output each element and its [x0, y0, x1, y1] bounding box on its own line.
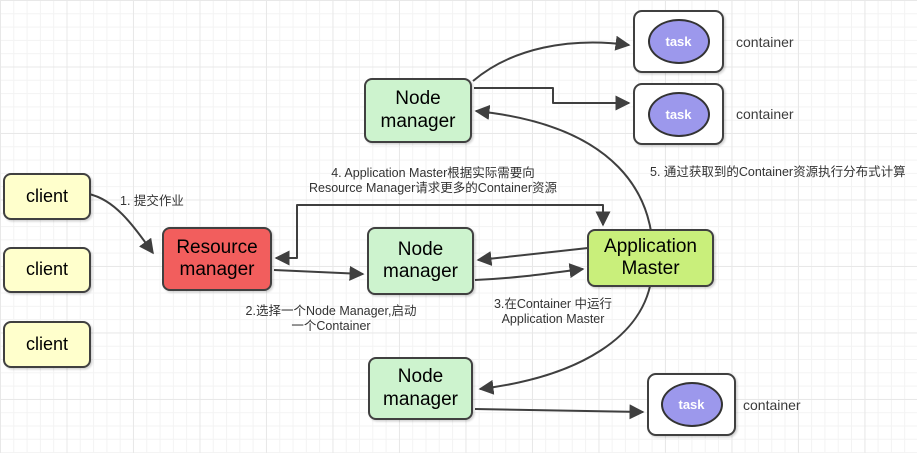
arrow-client-to-rm — [88, 193, 154, 255]
client-label: client — [25, 185, 69, 206]
container-label-2: container — [736, 106, 794, 122]
annotation-step2: 2.选择一个Node Manager,启动 一个Container — [238, 304, 424, 335]
task-ellipse: task — [660, 382, 723, 427]
annotation-step2-line1: 2.选择一个Node Manager,启动 — [245, 304, 417, 318]
container-label-3: container — [743, 397, 801, 413]
annotation-step4-line2: Resource Manager请求更多的Container资源 — [308, 181, 557, 196]
node-manager-top-box: Node manager — [364, 78, 472, 143]
resource-manager-box: Resource manager — [162, 227, 272, 291]
node-manager-label: Node manager — [383, 238, 458, 282]
annotation-step5: 5. 通过获取到的Container资源执行分布式计算 — [650, 165, 906, 179]
node-manager-bottom-box: Node manager — [368, 357, 473, 420]
arrow-nm-top-to-container-2 — [474, 87, 631, 111]
arrow-nm-middle-to-am — [474, 263, 585, 281]
annotation-step4: 4. Application Master根据实际需要向 Resource Ma… — [300, 166, 566, 197]
arrow-am-to-rm-step4 — [274, 204, 611, 266]
task-ellipse: task — [647, 91, 710, 137]
task-ellipse: task — [647, 19, 710, 64]
task-label: task — [665, 34, 692, 49]
task-label: task — [665, 106, 692, 122]
annotation-step3: 3.在Container 中运行 Application Master — [488, 297, 618, 328]
annotation-step2-line2: 一个Container — [291, 319, 371, 334]
application-master-box: Application Master — [587, 229, 714, 287]
arrow-nm-top-to-container-1 — [472, 35, 631, 82]
container-box-2: task — [633, 83, 724, 145]
container-box-3: task — [647, 373, 736, 436]
client-label: client — [25, 259, 69, 280]
node-manager-label: Node manager — [380, 88, 456, 132]
node-manager-middle-box: Node manager — [367, 227, 474, 295]
container-box-1: task — [633, 10, 724, 73]
node-manager-label: Node manager — [383, 366, 458, 410]
container-label-1: container — [736, 34, 794, 50]
annotation-step3-line1: 3.在Container 中运行 — [493, 297, 613, 311]
arrow-nm-bottom-to-container-3 — [474, 404, 645, 420]
annotation-step3-line2: Application Master — [501, 312, 605, 327]
arrow-am-to-nm-middle — [476, 247, 589, 267]
resource-manager-label: Resource manager — [176, 236, 258, 280]
client-box-1: client — [3, 173, 91, 220]
arrow-rm-to-nm-middle — [273, 265, 365, 281]
annotation-step1: 1. 提交作业 — [120, 194, 184, 208]
client-box-2: client — [3, 247, 91, 293]
annotation-step4-line1: 4. Application Master根据实际需要向 — [331, 166, 535, 180]
application-master-label: Application Master — [604, 235, 697, 279]
task-label: task — [678, 397, 705, 412]
client-box-3: client — [3, 321, 91, 368]
client-label: client — [25, 333, 69, 354]
